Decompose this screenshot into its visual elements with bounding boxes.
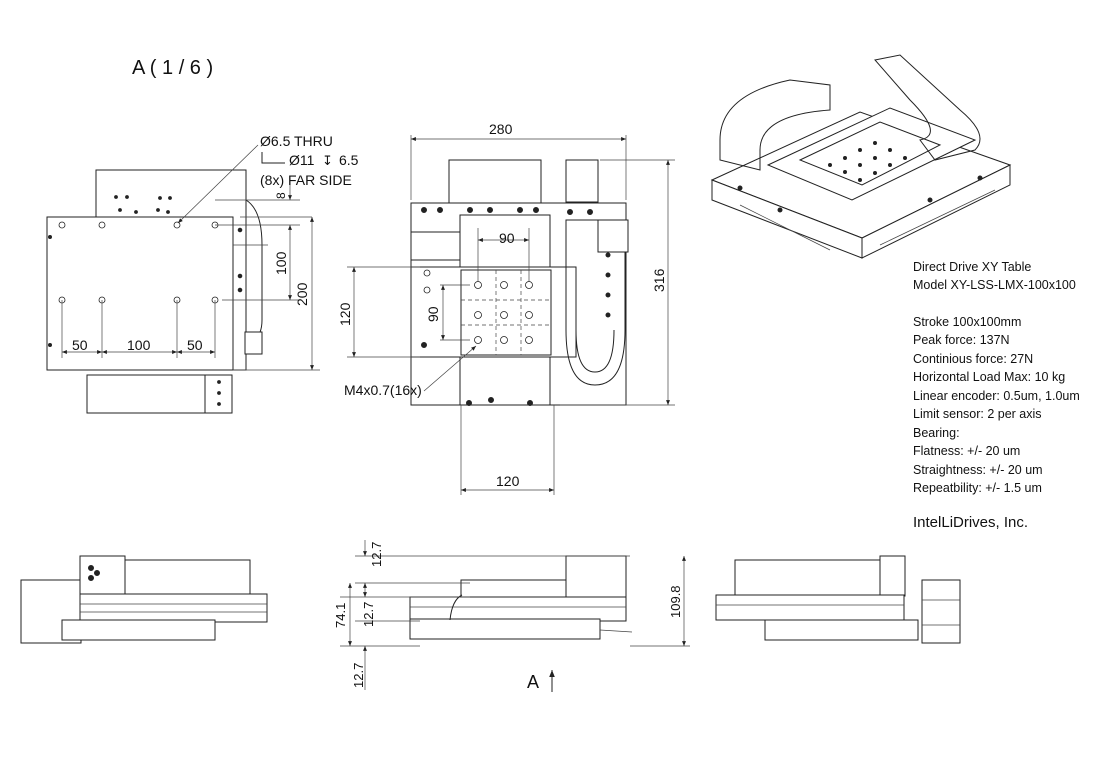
spec-linear-encoder: Linear encoder: 0.5um, 1.0um [913, 389, 1080, 403]
company-name: IntelLiDrives, Inc. [913, 514, 1029, 531]
spec-model: Model XY-LSS-LMX-100x100 [913, 278, 1076, 292]
dim-90-horizontal: 90 [499, 230, 515, 246]
spec-continuous-force: Continious force: 27N [913, 352, 1034, 366]
spec-horizontal-load: Horizontal Load Max: 10 kg [913, 370, 1066, 384]
dim-280: 280 [489, 121, 513, 137]
dim-50-right: 50 [187, 337, 203, 353]
side-dimensions: 12.7 74.1 12.7 12.7 109.8 A [333, 540, 690, 692]
callout-depth: 6.5 [339, 152, 359, 168]
spec-flatness: Flatness: +/- 20 um [913, 444, 1021, 458]
side-view-left [20, 555, 268, 644]
callout-counterbore: Ø11 [289, 152, 315, 168]
center-view: 280 90 316 120 90 120 M4x0.7(16x) [337, 121, 675, 495]
spec-peak-force: Peak force: 137N [913, 333, 1010, 347]
dim-109-8: 109.8 [668, 585, 683, 618]
dim-74-1: 74.1 [333, 603, 348, 628]
dim-50-left: 50 [72, 337, 88, 353]
dim-120-vertical: 120 [337, 302, 353, 326]
dim-120-horizontal: 120 [496, 473, 520, 489]
callout-far-side: (8x) FAR SIDE [260, 172, 352, 188]
spec-repeatability: Repeatbility: +/- 1.5 um [913, 481, 1042, 495]
spec-stroke: Stroke 100x100mm [913, 315, 1022, 329]
spec-bearing: Bearing: [913, 426, 960, 440]
spec-title: Direct Drive XY Table [913, 260, 1032, 274]
dim-12-7-middle: 12.7 [361, 602, 376, 627]
dim-100-vertical: 100 [273, 251, 289, 275]
dim-200: 200 [294, 282, 310, 306]
dim-12-7-bottom: 12.7 [351, 663, 366, 688]
sheet-label: A ( 1 / 6 ) [132, 57, 213, 79]
dim-8: 8 [274, 192, 288, 199]
view-arrow-label: A [527, 672, 539, 692]
top-view: 8 100 200 50 100 50 Ø6.5 THRU Ø11 ↧ 6.5 … [46, 133, 359, 414]
dim-100-horizontal: 100 [127, 337, 151, 353]
dim-12-7-top: 12.7 [369, 542, 384, 567]
callout-thru: Ø6.5 THRU [260, 133, 333, 149]
dim-90-vertical: 90 [425, 306, 441, 322]
dim-316: 316 [651, 268, 667, 292]
spec-straightness: Straightness: +/- 20 um [913, 463, 1043, 477]
side-view-center [409, 555, 633, 640]
side-view-right [715, 555, 961, 644]
spec-limit-sensor: Limit sensor: 2 per axis [913, 407, 1042, 421]
isometric-view [710, 54, 1012, 259]
depth-symbol: ↧ [322, 153, 333, 168]
thread-note: M4x0.7(16x) [344, 382, 422, 398]
